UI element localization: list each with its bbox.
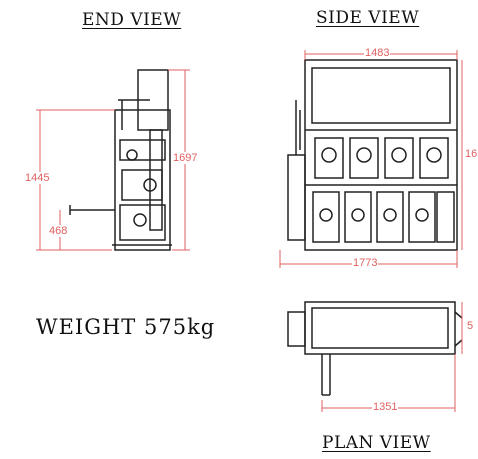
- dim-plan-depth-partial: 5: [466, 320, 475, 332]
- weight-label: WEIGHT 575kg: [36, 315, 216, 339]
- plan-view-title: PLAN VIEW: [322, 433, 431, 453]
- dim-end-base-height: 468: [48, 225, 69, 237]
- end-view-title: END VIEW: [82, 10, 182, 30]
- dim-side-width-bottom: 1773: [352, 257, 379, 269]
- side-view-title: SIDE VIEW: [316, 8, 420, 28]
- dim-end-height-total: 1445: [24, 172, 51, 184]
- dim-side-height-partial: 16: [464, 148, 478, 160]
- end-view-drawing: [69, 69, 172, 251]
- dim-side-width-top: 1483: [364, 47, 391, 59]
- dim-plan-width: 1351: [372, 401, 399, 413]
- dim-end-height-frame: 1697: [172, 152, 199, 164]
- side-view-drawing: [287, 59, 458, 251]
- plan-view-drawing: [287, 301, 463, 396]
